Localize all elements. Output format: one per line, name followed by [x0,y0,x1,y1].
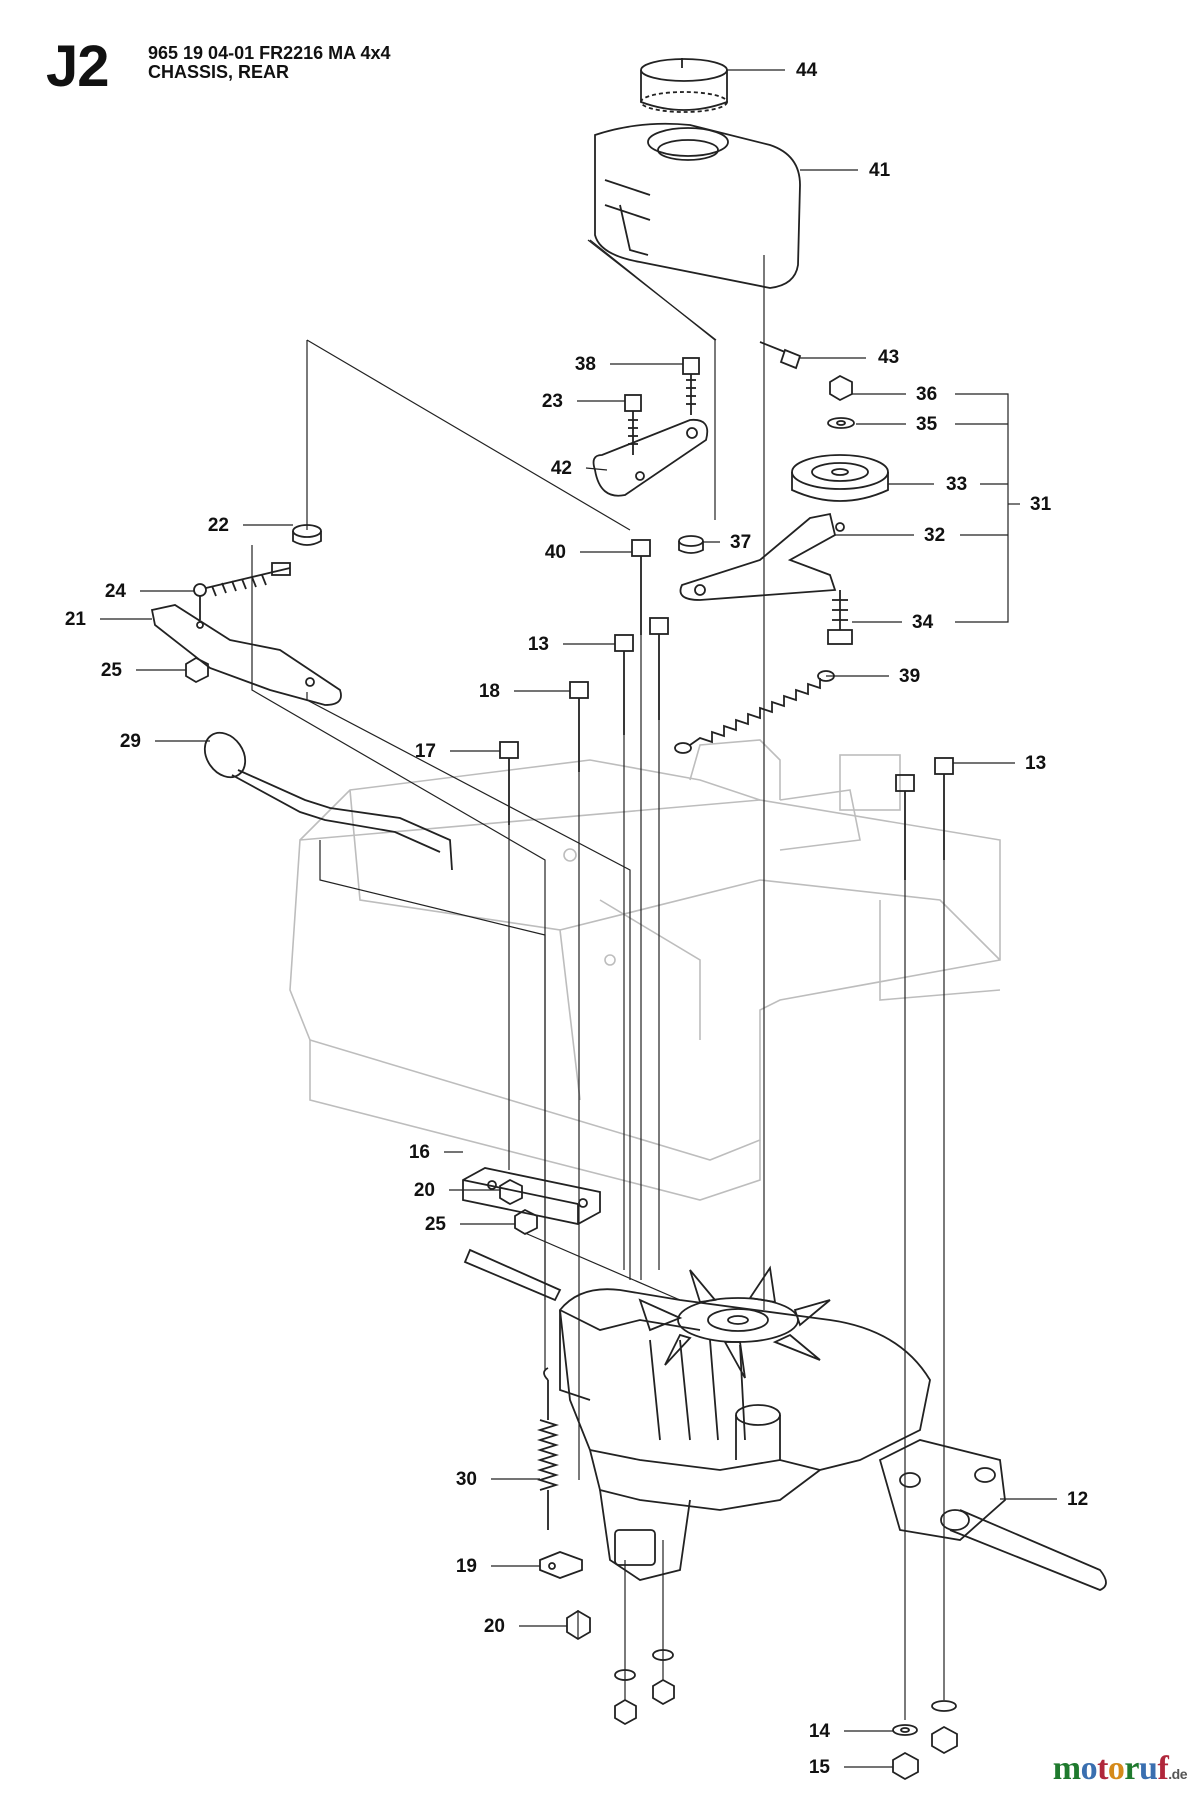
callout-19: 19 [456,1556,477,1577]
group-bracket-31 [955,393,1009,623]
callout-20: 20 [414,1180,435,1201]
section-title: CHASSIS, REAR [148,62,290,82]
callout-12: 12 [1067,1489,1088,1510]
spring-39 [674,670,835,754]
bolt-23 [624,394,642,455]
tank-screw [759,341,802,370]
spacer-37 [678,535,704,554]
lever-rod-29 [203,731,453,871]
callout-16: 16 [409,1142,430,1163]
callout-25: 25 [101,660,123,681]
callout-22: 22 [208,515,229,536]
chassis-frame-ghost [289,739,1001,1201]
shoulder-bolt-34 [827,590,853,645]
callout-43: 43 [878,347,899,368]
pulley-washer-35 [827,417,855,429]
callout-40: 40 [545,542,566,563]
callout-20: 20 [484,1616,505,1637]
brand-wordmark: motoruf [1052,1750,1169,1787]
washer-14 [892,1700,957,1736]
fuel-tank-cap [640,58,728,113]
callout-21: 21 [65,609,87,630]
bolt-40 [631,539,651,635]
callout-44: 44 [796,60,818,81]
callout-17: 17 [415,741,436,762]
callout-30: 30 [456,1469,477,1490]
callout-31: 31 [1030,494,1052,515]
callout-42: 42 [551,458,572,479]
link-plate-21 [150,604,342,706]
callout-32: 32 [924,525,945,546]
bolt-13-left [614,617,669,735]
callout-36: 36 [916,384,937,405]
bolt-38 [682,357,700,415]
assembly-guide-lines [251,239,945,1720]
bolt-18 [569,681,589,772]
idler-pulley-33 [791,454,889,502]
nut-25-upper [185,656,209,684]
callout-labels: 44 41 43 38 23 36 35 42 33 31 22 37 32 40 24 21 34 13 25 39… [65,60,1088,1778]
bolt-13-right [895,757,954,880]
watermark-brand: motoruf.de [1052,1750,1188,1787]
callout-41: 41 [869,160,891,181]
return-spring-30 [536,1367,560,1530]
callout-37: 37 [730,532,751,553]
callout-25: 25 [425,1214,447,1235]
callout-13: 13 [528,634,549,655]
callout-15: 15 [809,1757,831,1778]
idler-arm-32 [679,512,845,601]
callout-39: 39 [899,666,920,687]
nut-15 [892,1725,958,1781]
callout-23: 23 [542,391,563,412]
callout-29: 29 [120,731,141,752]
callout-18: 18 [479,681,500,702]
bracket-42 [592,418,709,497]
transaxle-12 [463,1248,1107,1591]
leader-line-42 [585,467,608,471]
callout-34: 34 [912,612,934,633]
callout-35: 35 [916,414,938,435]
anchor-plate-19 [539,1551,583,1579]
washers-and-nuts-bottom [614,1649,675,1726]
adjuster-rod-24 [193,562,291,620]
pulley-nut-36 [829,374,853,402]
sheet-code: J2 [46,34,110,99]
fuel-tank [594,122,801,289]
model-line: 965 19 04-01 FR2216 MA 4x4 [148,43,391,63]
nut-25-lower [514,1208,538,1236]
bolt-17 [499,741,519,825]
callout-14: 14 [809,1721,831,1742]
cooling-fan [638,1265,831,1379]
callout-38: 38 [575,354,596,375]
brand-tld: .de [1168,1766,1187,1782]
callout-13: 13 [1025,753,1046,774]
callout-33: 33 [946,474,967,495]
nut-20-upper [499,1178,523,1206]
callout-24: 24 [105,581,127,602]
